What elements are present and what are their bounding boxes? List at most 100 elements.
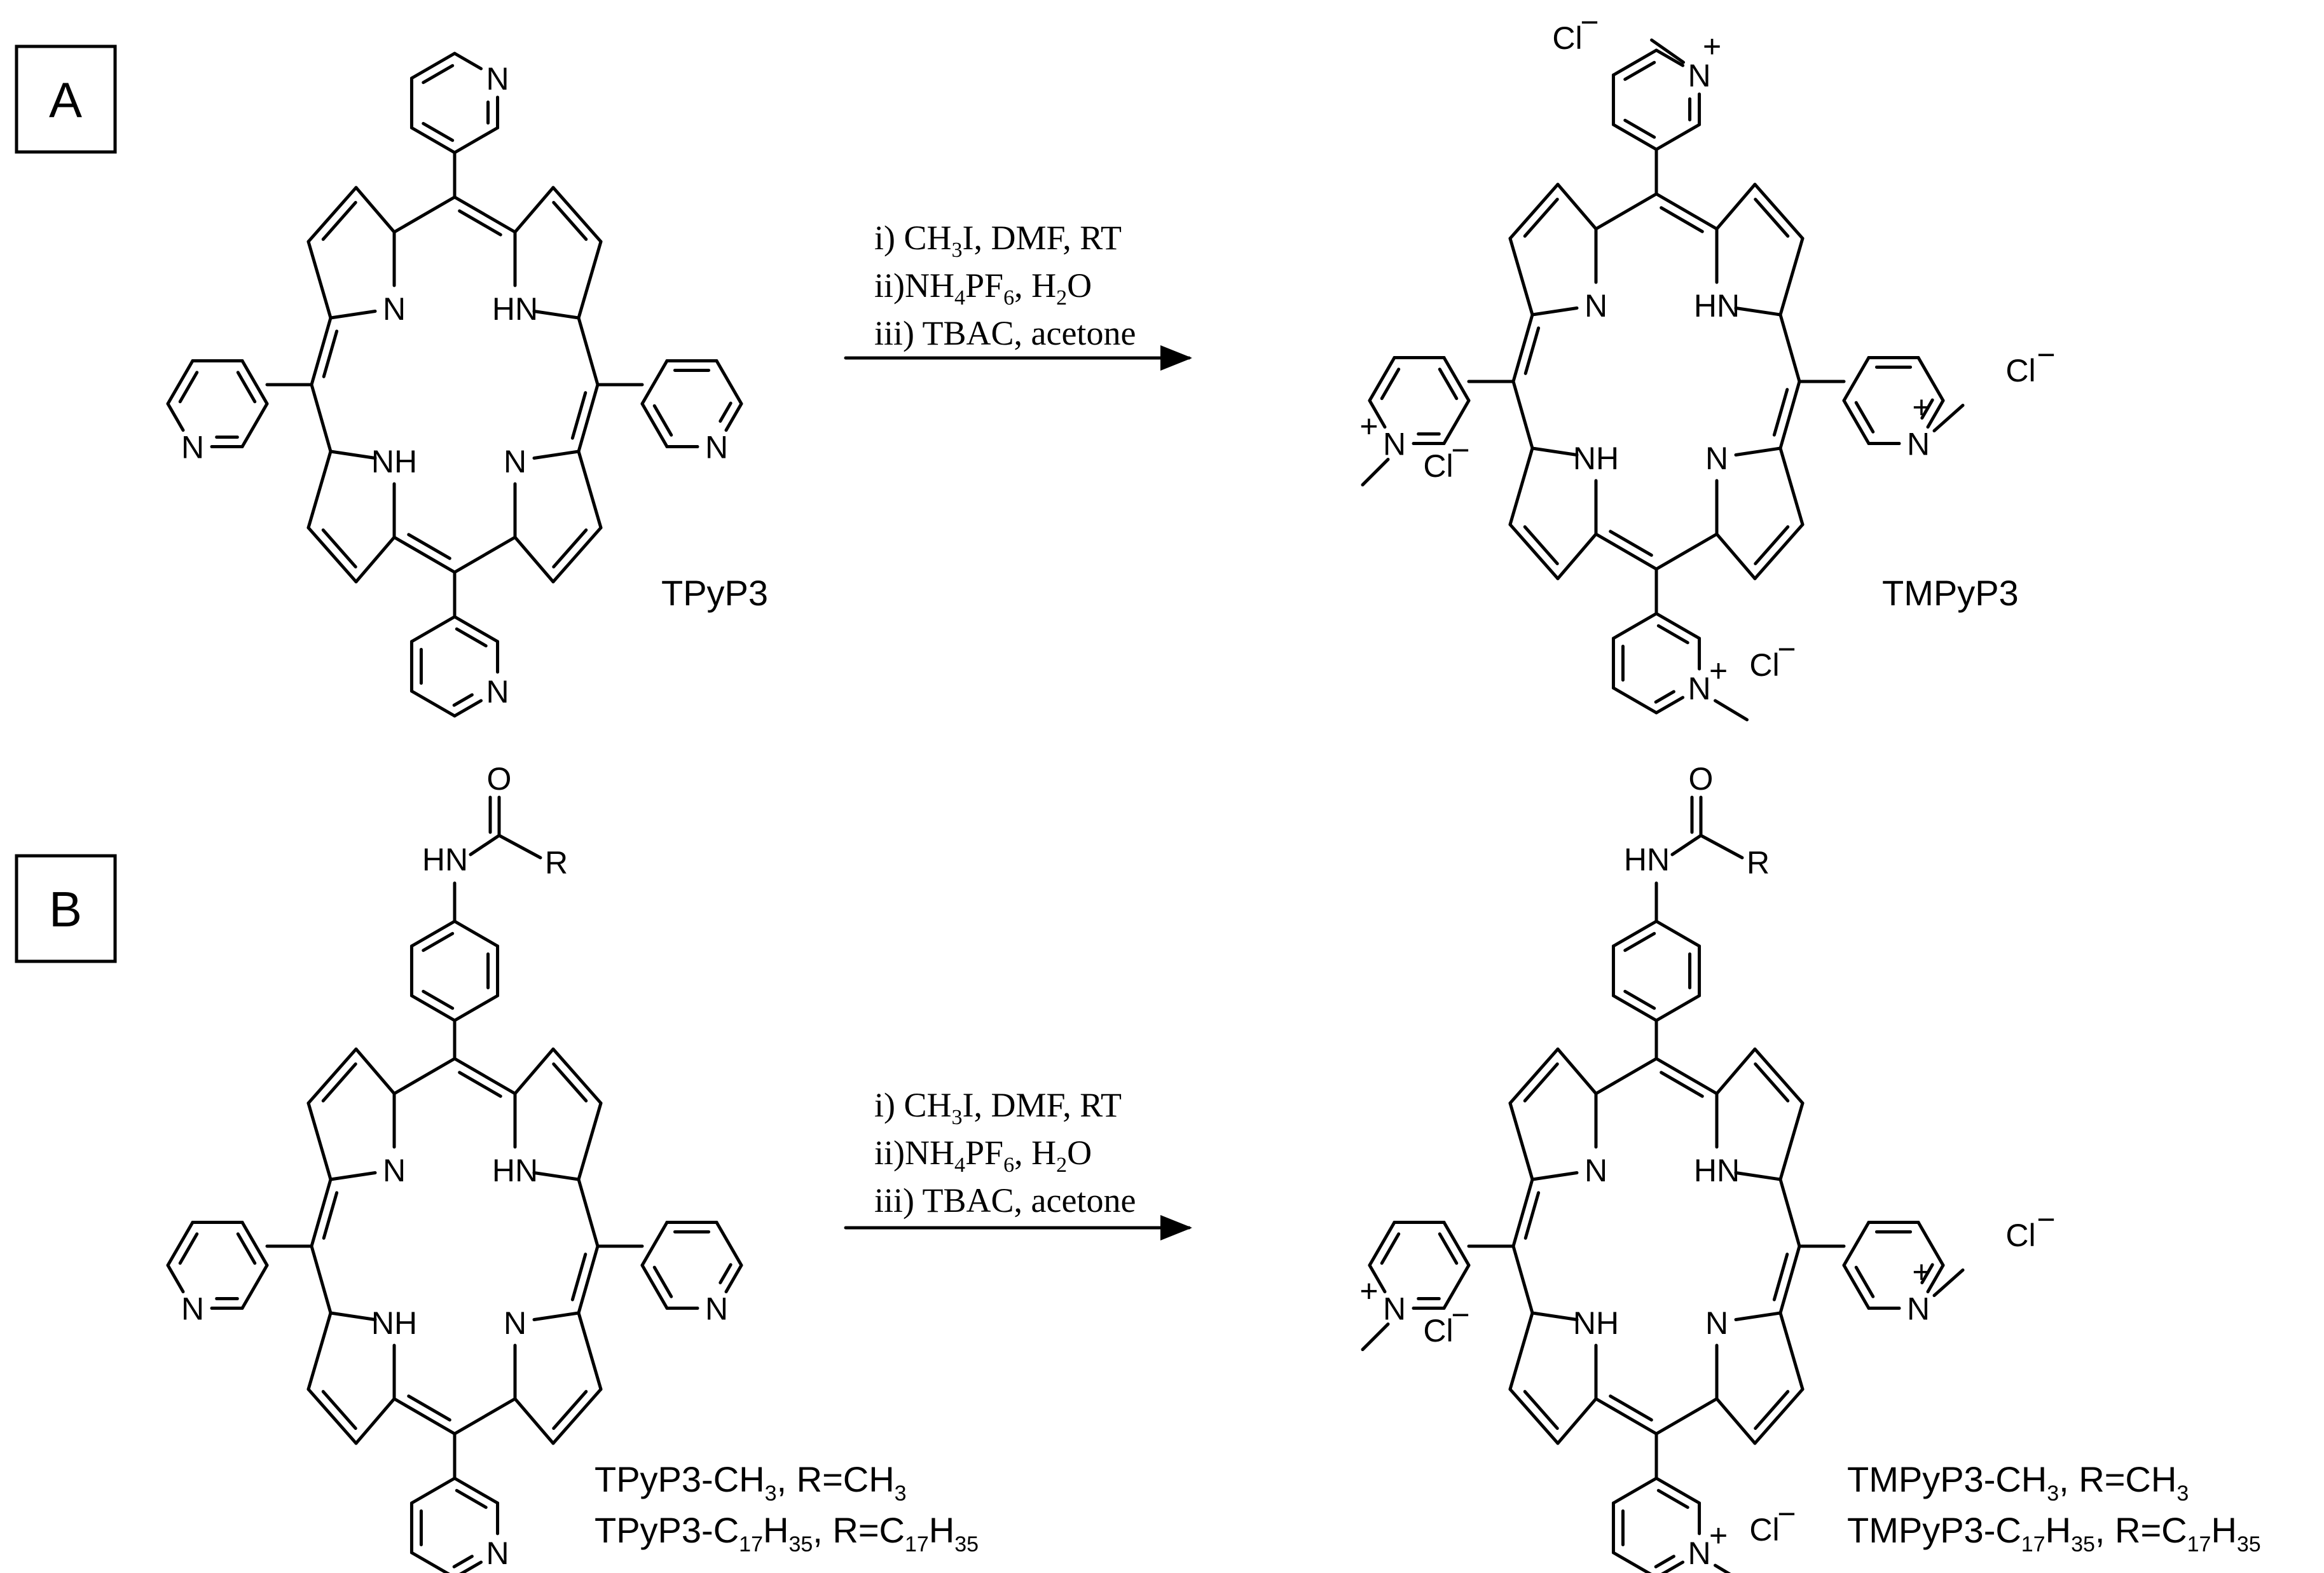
tmpyp3-amide-bottom-pyridine-methyl-bond — [1714, 1563, 1731, 1573]
tpyp3-right-pyridine-bond — [724, 402, 743, 432]
tpyp3-amide-right-pyridine-n-atom: N — [705, 1291, 728, 1327]
tmpyp3-amide-pyrrole-bond — [1715, 1397, 1757, 1445]
tmpyp3-amide-left-chloride: Cl — [1423, 1313, 1453, 1349]
tpyp3-amide-meso-bond-inner — [322, 1191, 339, 1240]
tpyp3-meso-bond-inner — [322, 329, 339, 378]
tmpyp3-amide-pyrrole-bond — [1556, 1047, 1598, 1096]
tpyp3-pyrrole-bond — [306, 240, 333, 320]
tpyp3-pyrrole-bond-inner — [321, 201, 357, 241]
tmpyp3-meso-bond-inner — [1609, 530, 1653, 557]
tpyp3-amide-meso-bond-inner — [407, 1394, 451, 1422]
tmpyp3-amide-phenyl-bond-inner — [1623, 931, 1656, 952]
tmpyp3-amide-pyrrole-bond-inner — [1523, 1062, 1559, 1102]
tmpyp3-amide-pyrrole-bond — [1734, 1171, 1782, 1181]
tmpyp3-top-chloride: Cl — [1552, 20, 1582, 56]
conditions-a-step3: iii) TBAC, acetone — [874, 314, 1136, 352]
tmpyp3-amide-left-pyridine-bond — [1368, 1220, 1396, 1267]
tpyp3-amide-right-pyridine-bond-inner — [719, 1263, 732, 1284]
tpyp3-meso-bond — [453, 535, 517, 574]
tmpyp3-left-pyridine-bond — [1368, 399, 1387, 429]
tpyp3-amide-meso-bond — [453, 1057, 517, 1096]
tmpyp3-right-pyridine-bond — [1842, 355, 1871, 402]
tmpyp3-meso-bond-inner — [1772, 388, 1789, 437]
tmpyp3-right-chloride-charge: − — [2037, 337, 2055, 373]
tpyp3-amide-pyrrole-bond — [354, 1047, 396, 1096]
tmpyp3-amide-pyrrole-n-atom: N — [1705, 1305, 1728, 1341]
tpyp3-amide-r-group: R — [545, 845, 568, 881]
tmpyp3-left-pyridine-bond-inner — [1438, 367, 1459, 401]
tmpyp3-meso-bond — [1511, 380, 1534, 450]
tmpyp3-amide-pyrrole-bond — [1508, 1047, 1560, 1105]
tmpyp3-pyrrole-bond — [1530, 446, 1579, 457]
tpyp3-meso-bond-inner — [570, 391, 588, 440]
tpyp3-amide-pyrrole-bond — [306, 1387, 358, 1445]
tpyp3-pyrrole-bond — [354, 535, 396, 584]
tmpyp3-top-pyridine-n-atom: N — [1688, 58, 1710, 93]
label-tpyp3-ch3: TPyP3-CH3, R=CH3 — [595, 1459, 907, 1506]
tpyp3-meso-bond-inner — [407, 533, 451, 560]
tmpyp3-amide-meso-bond — [1594, 1057, 1658, 1096]
tpyp3-left-pyridine-n-atom: N — [181, 430, 204, 465]
tmpyp3-top-pyridine-bond — [1611, 123, 1658, 151]
tmpyp3-amide-r-group: R — [1747, 845, 1770, 881]
tmpyp3-meso-bond — [1594, 532, 1658, 571]
tmpyp3-amide-pyrrole-bond — [1508, 1387, 1560, 1445]
tmpyp3-amide-right-chloride-charge: − — [2037, 1202, 2055, 1237]
tpyp3-amide-pyrrole-bond — [551, 1387, 603, 1445]
tpyp3-amide-pyrrole-bond — [577, 1311, 603, 1391]
tmpyp3-bottom-pyridine-plus-charge: + — [1709, 653, 1728, 689]
tmpyp3-left-pyridine-bond-inner — [1380, 367, 1401, 401]
tpyp3-amide-pyrrole-bond-inner — [321, 1062, 357, 1102]
tpyp3-amide-amide-hn-atom: HN — [422, 842, 468, 877]
tpyp3-amide-phenyl-bond — [409, 994, 457, 1022]
tmpyp3-top-pyridine-bond — [1654, 123, 1702, 151]
tmpyp3-bottom-pyridine-bond-inner — [1656, 624, 1689, 645]
tpyp3-pyrrole-bond — [551, 526, 603, 584]
tmpyp3-pyrrole-bond-inner — [1523, 198, 1559, 238]
tmpyp3-left-pyridine-plus-charge: + — [1359, 409, 1378, 444]
tmpyp3-right-chloride: Cl — [2005, 353, 2035, 388]
tpyp3-amide-bottom-pyridine-n-atom: N — [486, 1535, 509, 1571]
tmpyp3-amide-bottom-chloride: Cl — [1749, 1512, 1779, 1548]
tmpyp3-left-chloride: Cl — [1423, 448, 1453, 484]
conditions-b-step1: i) CH3I, DMF, RT — [874, 1086, 1122, 1129]
tmpyp3-bottom-pyridine-bond — [1654, 696, 1685, 715]
tpyp3-amide-phenyl-bond-inner — [422, 989, 455, 1010]
tmpyp3-meso-bond-inner — [1523, 326, 1541, 375]
tmpyp3-amide-bottom-pyridine-bond-inner — [1656, 1488, 1689, 1509]
tpyp3-left-pyridine-bond — [240, 402, 269, 449]
tpyp3-top-pyridine-bond — [409, 52, 457, 80]
tmpyp3-amide-carbonyl-o-atom: O — [1689, 761, 1714, 797]
tpyp3-bottom-pyridine-bond-inner — [455, 627, 488, 648]
tpyp3-pyrrole-bond — [329, 310, 377, 320]
tpyp3-amide-bottom-pyridine-bond — [409, 1476, 457, 1505]
tpyp3-amide-meso-bond — [392, 1397, 457, 1436]
tmpyp3-pyrrole-bond — [1508, 446, 1534, 526]
tmpyp3-amide-right-pyridine-bond — [1842, 1220, 1871, 1267]
tmpyp3-top-pyridine-bond — [1611, 48, 1658, 77]
tmpyp3-amide-left-pyridine-methyl-bond — [1361, 1322, 1390, 1352]
tmpyp3-amide-meso-bond-inner — [1523, 1191, 1541, 1240]
tpyp3-amide-left-pyridine-bond — [166, 1220, 195, 1267]
tpyp3-left-pyridine-bond-inner — [178, 371, 199, 404]
tpyp3-pyrrole-bond — [513, 535, 555, 584]
tmpyp3-amide-bottom-pyridine-plus-charge: + — [1709, 1518, 1728, 1553]
tpyp3-meso-bond — [453, 195, 517, 234]
tmpyp3-pyrrole-bond — [1508, 182, 1560, 240]
tpyp3-amide-pyrrole-bond — [532, 1311, 581, 1321]
tpyp3-pyrrole-bond — [532, 450, 581, 460]
tpyp3-amide-pyrrole-bond — [329, 1171, 377, 1181]
tpyp3-pyrrole-bond-inner — [552, 201, 588, 241]
tmpyp3-bottom-pyridine-bond — [1654, 612, 1702, 640]
tmpyp3-meso-bond — [1654, 532, 1719, 571]
tpyp3-amide-pyrrole-bond — [329, 1311, 377, 1321]
tpyp3-pyrrole-bond — [306, 526, 358, 584]
tmpyp3-amide-pyrrole-bond-inner — [1754, 1390, 1790, 1430]
tpyp3-meso-bond — [577, 316, 600, 387]
tpyp3-pyrrole-n-atom: N — [504, 444, 526, 479]
tmpyp3-amide-right-pyridine-methyl-bond — [1932, 1268, 1965, 1298]
